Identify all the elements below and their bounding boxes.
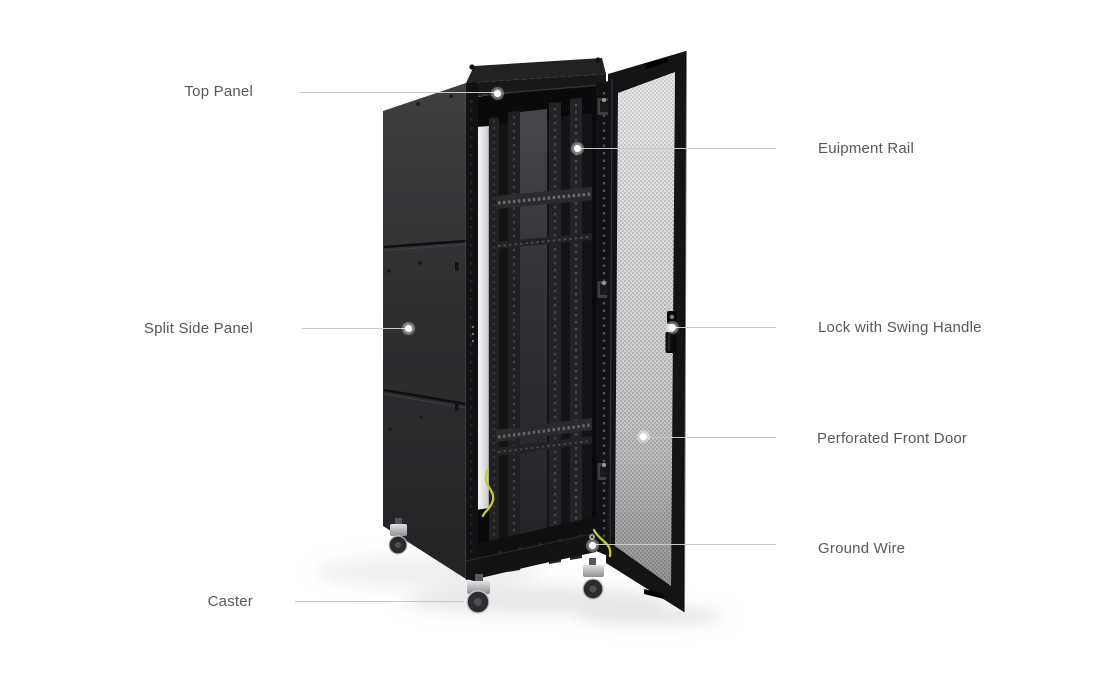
front-left-post [466, 82, 478, 582]
top-panel [466, 57, 606, 83]
callout-line-top-panel [300, 92, 495, 93]
caster-front-left [466, 574, 490, 614]
callout-line-front-door [647, 437, 776, 438]
callout-line-ground-wire [596, 544, 776, 545]
label-ground-wire: Ground Wire [818, 540, 906, 557]
callout-dot-lock [668, 323, 676, 331]
callout-line-equipment-rail [580, 148, 776, 149]
mounting-straps [496, 187, 592, 456]
bottom-rail [465, 532, 597, 580]
callout-dot-top-panel [493, 89, 501, 97]
label-split-side-panel: Split Side Panel [143, 320, 253, 337]
caster-front-right [582, 558, 604, 600]
callout-dot-split-side-panel [404, 324, 412, 332]
callout-line-caster [295, 601, 464, 602]
ground-wire [589, 528, 612, 558]
ground-wire-interior [481, 468, 495, 518]
perforated-front-door [606, 50, 687, 613]
callout-dot-front-door [639, 432, 647, 440]
callout-dot-ground-wire [588, 541, 596, 549]
callout-line-split-side-panel [302, 328, 405, 329]
label-perforated-front-door: Perforated Front Door [817, 430, 968, 447]
callout-line-lock [676, 327, 776, 328]
cable-duct [476, 126, 489, 510]
label-lock-with-swing-handle: Lock with Swing Handle [818, 319, 982, 336]
label-caster: Caster [207, 593, 253, 610]
lock-with-swing-handle [665, 311, 677, 353]
cabinet-interior [466, 74, 606, 580]
split-side-panel [383, 83, 467, 579]
label-equipment-rail: Euipment Rail [818, 140, 914, 157]
label-top-panel: Top Panel [184, 83, 253, 100]
caster-rear-left [388, 518, 408, 555]
callout-dot-equipment-rail [573, 144, 581, 152]
